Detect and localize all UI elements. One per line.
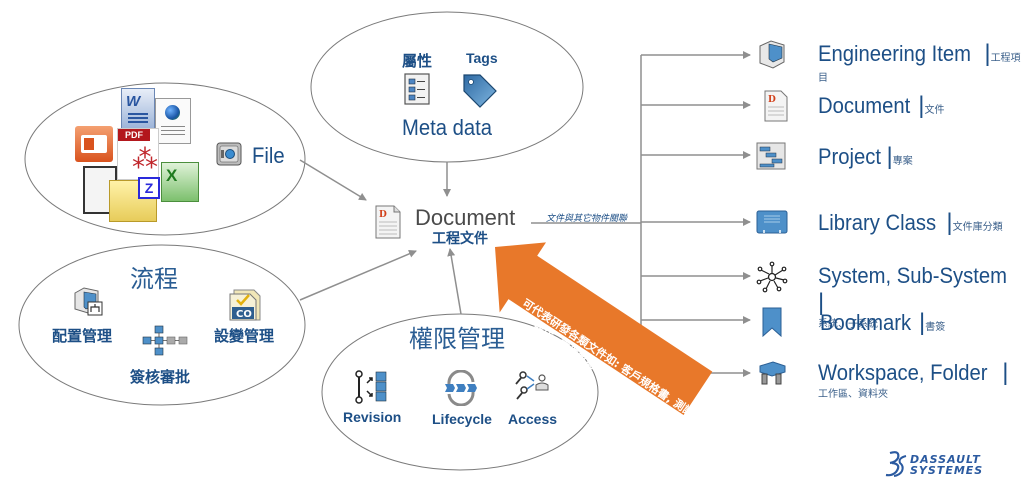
separator: | [946,209,953,236]
target-sub-label: 文件 [924,105,945,116]
logo-line2: SYSTEMES [910,464,984,477]
engineering-item-icon [759,40,785,69]
process-to-document-line [299,250,417,301]
separator: | [818,289,825,316]
target-sub-label: 工程項目 [818,53,1021,84]
lifecycle-label: Lifecycle [432,411,492,427]
excel-icon: X [161,162,199,202]
change-mgmt-label: 設變管理 [214,327,275,345]
project-gantt-icon [756,142,786,170]
powerpoint-icon [75,126,113,162]
target-sub-label: 書簽 [925,322,946,333]
document-center-icon: D [375,205,401,239]
svg-text:D: D [379,210,387,220]
access-to-document-line [447,248,462,315]
word-letter: W [126,93,141,110]
zip-letter: Z [138,177,160,199]
separator: | [886,143,893,170]
separator: | [919,309,926,336]
3ds-logo-mark [885,451,907,477]
zip-folder-icon: Z [109,177,160,222]
revision-label: Revision [343,409,402,425]
separator: | [984,40,991,67]
html-file-icon [155,98,191,144]
co-badge: CO [236,309,252,320]
document-subtitle: 工程文件 [432,231,488,247]
meta-data-title: Meta data [402,115,493,140]
workspace-icon [759,361,786,385]
target-sub-label: 工作區、資料夾 [818,389,888,400]
access-icon [515,371,549,400]
target-sub-label: 系統、子系統 [818,319,878,330]
target-workspace[interactable]: Workspace, Folder | 工作區、資料夾 [818,359,1008,400]
target-main-label: Engineering Item [818,41,972,66]
system-network-icon [756,261,788,293]
target-library-class[interactable]: Library Class |文件庫分類 [818,209,1003,237]
document-title: Document [415,205,516,230]
target-document[interactable]: Document |文件 [818,92,945,120]
word-icon: W [121,88,155,130]
target-project[interactable]: Project|專案 [818,143,913,171]
access-mgmt-ellipse [321,313,599,471]
vault-icon [216,142,242,166]
file-title: File [252,143,285,168]
access-mgmt-title: 權限管理 [409,325,505,353]
change-order-icon: CO [229,289,261,321]
relation-note: 文件與其它物件關聯 [546,214,628,224]
separator: | [1002,359,1009,386]
target-main-label: System, Sub-System [818,263,1007,288]
tags-label: Tags [466,50,498,66]
lifecycle-icon [445,370,477,406]
target-main-label: Project [818,144,882,169]
orange-arrow [495,242,713,416]
pdf-icon: PDF ⁂ [117,128,159,180]
attribute-list-icon [404,73,430,105]
configuration-label: 配置管理 [52,327,113,345]
target-main-label: Workspace, Folder [818,360,988,385]
target-bookmark[interactable]: Bookmark |書簽 [820,309,945,337]
file-ellipse [24,82,306,236]
access-label: Access [508,411,558,427]
target-system[interactable]: System, Sub-System| 系統、子系統 [818,263,1024,330]
pdf-label: PDF [118,129,150,141]
process-title: 流程 [130,265,178,293]
approval-label: 簽核審批 [130,368,191,386]
tag-icon [463,74,497,108]
target-sub-label: 文件庫分類 [952,222,1003,233]
target-main-label: Bookmark [820,310,912,335]
target-engineering-item[interactable]: Engineering Item |工程項目 [818,40,1024,86]
target-sub-label: 專案 [892,156,913,167]
separator: | [918,92,925,119]
bookmark-icon [762,307,782,337]
document-target-icon: D [764,90,788,122]
approval-flow-icon [142,325,188,356]
revision-icon [355,370,387,404]
svg-text:D: D [768,95,776,105]
library-class-icon [756,210,788,234]
target-main-label: Document [818,93,911,118]
process-ellipse [18,244,306,406]
configuration-icon [74,287,103,316]
file-type-icons: W PDF ⁂ Z X [75,88,205,223]
logo-line1: DASSAULT [910,453,981,466]
target-main-label: Library Class [818,210,937,235]
excel-letter: X [166,166,178,185]
attribute-label: 屬性 [402,52,433,70]
file-to-document-line [299,159,367,201]
